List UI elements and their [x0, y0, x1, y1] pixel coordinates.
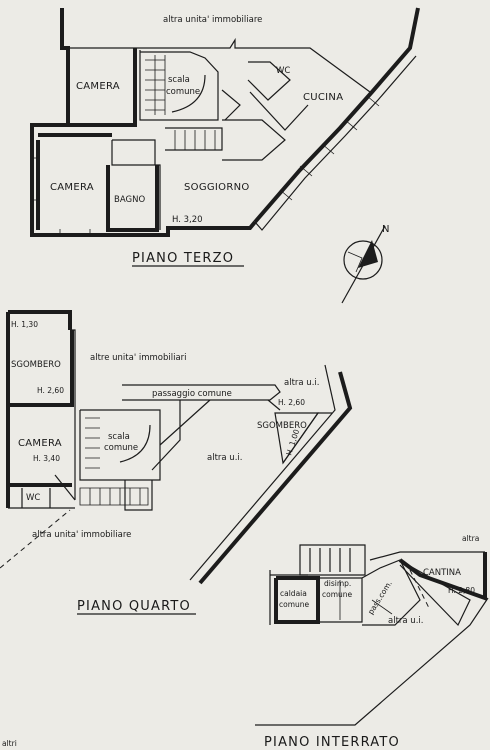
altra-top-label: altra [462, 534, 479, 543]
room-camera-left: CAMERA [50, 182, 94, 193]
height-1-30: H. 1,30 [11, 320, 38, 329]
floor-plan-interrato: altra caldaia comune disimp. comune pass… [255, 534, 489, 750]
neighbors-top-label: altre unita' immobiliari [90, 353, 187, 363]
altra-ui-top: altra u.i. [284, 378, 319, 388]
room-scala-comune-quarto: comune [104, 443, 138, 453]
room-camera-top: CAMERA [76, 81, 120, 92]
compass-north-label: N [382, 224, 390, 235]
height-2-60-left: H. 2,60 [37, 386, 64, 395]
floor-plan-quarto: H. 1,30 SGOMBERO H. 2,60 altre unita' im… [0, 310, 353, 615]
room-wc-quarto: WC [26, 493, 40, 503]
floor-title-terzo: PIANO TERZO [132, 251, 234, 266]
room-disimp: disimp. [324, 579, 351, 588]
room-sgombero-right: SGOMBERO [257, 421, 307, 431]
room-wc: WC [276, 66, 290, 76]
room-caldaia: caldaia [280, 589, 307, 598]
room-sgombero-left: SGOMBERO [11, 360, 61, 370]
room-scala-comune: comune [166, 87, 200, 97]
room-scala: scala [168, 75, 190, 85]
height-2-60-right: H. 2,60 [278, 398, 305, 407]
room-caldaia-comune: comune [279, 600, 310, 609]
floor-title-interrato: PIANO INTERRATO [264, 735, 400, 750]
room-disimp-comune: comune [322, 590, 353, 599]
compass-rose: N [341, 224, 390, 304]
room-scala-quarto: scala [108, 432, 130, 442]
room-bagno: BAGNO [114, 195, 145, 205]
room-cantina: CANTINA [423, 568, 461, 578]
room-camera: CAMERA [18, 438, 62, 449]
neighbor-bottom-label: altra unita' immobiliare [32, 530, 131, 540]
pass-com-label: pass.com. [366, 579, 394, 616]
altra-ui-interrato: altra u.i. [388, 616, 423, 626]
altra-ui-mid: altra u.i. [207, 453, 242, 463]
corner-note: altri [2, 739, 17, 748]
floor-title-quarto: PIANO QUARTO [77, 599, 191, 614]
neighbor-label: altra unita' immobiliare [163, 15, 262, 25]
height-label: H. 3,20 [172, 215, 203, 225]
height-2-80: H. 2,80 [448, 586, 475, 595]
room-soggiorno: SOGGIORNO [184, 182, 250, 193]
room-cucina: CUCINA [303, 92, 343, 103]
passaggio-comune-label: passaggio comune [152, 389, 232, 399]
height-3-40: H. 3,40 [33, 454, 60, 463]
floor-plan-terzo: altra unita' immobiliare CAMERA scala co… [30, 7, 420, 267]
